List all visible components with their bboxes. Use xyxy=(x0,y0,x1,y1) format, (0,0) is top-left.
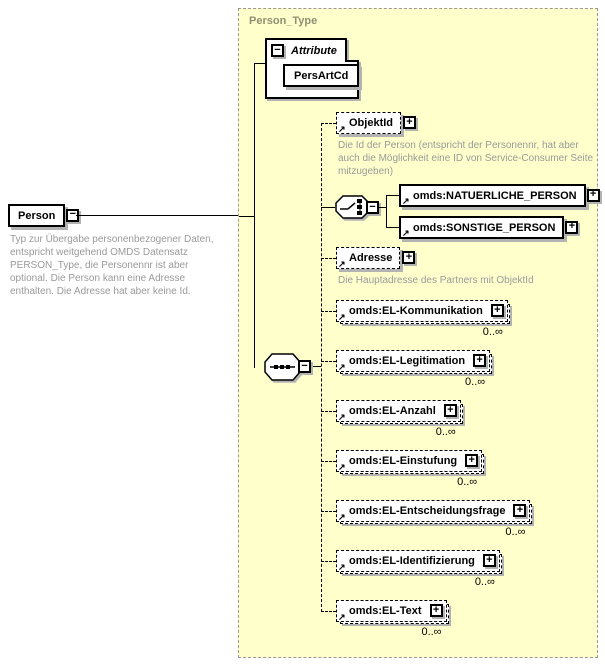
element-el-legitimation-label: omds:EL-Legitimation xyxy=(349,355,466,367)
collapse-toggle-icon[interactable]: − xyxy=(298,360,311,373)
adresse-annotation: Die Hauptadresse des Partners mit Objekt… xyxy=(338,275,534,286)
expand-toggle-icon[interactable]: + xyxy=(586,188,600,202)
element-el-identifizierung-label: omds:EL-Identifizierung xyxy=(349,555,475,567)
element-objektid[interactable]: ↗ ObjektId + xyxy=(336,112,417,134)
connector-line xyxy=(379,207,386,208)
occurrence-label: 0..∞ xyxy=(435,426,456,438)
connector-line xyxy=(321,461,336,462)
expand-toggle-icon[interactable]: + xyxy=(473,354,487,367)
choice-compositor-icon xyxy=(335,195,370,219)
element-ref-icon: ↗ xyxy=(338,312,346,322)
connector-line xyxy=(321,207,335,208)
element-ref-icon: ↗ xyxy=(402,196,410,206)
element-ref-icon: ↗ xyxy=(338,412,346,422)
element-ref-icon: ↗ xyxy=(338,462,346,472)
connector-line xyxy=(321,411,336,412)
connector-line xyxy=(321,561,336,562)
connector-line xyxy=(239,216,254,217)
connector-line xyxy=(321,361,336,362)
element-ref-icon: ↗ xyxy=(402,228,410,238)
attribute-persartcd[interactable]: PersArtCd xyxy=(283,64,360,87)
element-ref-icon: ↗ xyxy=(338,362,346,372)
element-ref-icon: ↗ xyxy=(338,512,346,522)
element-sonstige-person[interactable]: ↗ omds:SONSTIGE_PERSON + xyxy=(399,216,579,239)
occurrence-label: 0..∞ xyxy=(505,526,526,538)
element-ref-icon: ↗ xyxy=(338,562,346,572)
expand-toggle-icon[interactable]: + xyxy=(402,251,416,264)
collapse-toggle-icon[interactable]: − xyxy=(271,44,284,57)
connector-line xyxy=(386,227,399,228)
person-annotation: Typ zur Übergabe personenbezogener Daten… xyxy=(10,234,214,297)
occurrence-label: 0..∞ xyxy=(457,476,478,488)
element-el-anzahl[interactable]: ↗ omds:EL-Anzahl + 0..∞ xyxy=(336,400,463,438)
child-spine-line xyxy=(321,123,322,612)
expand-toggle-icon[interactable]: + xyxy=(513,504,527,517)
element-el-identifizierung[interactable]: ↗ omds:EL-Identifizierung + 0..∞ xyxy=(336,550,502,588)
element-ref-icon: ↗ xyxy=(338,124,346,134)
expand-toggle-icon[interactable]: + xyxy=(429,604,443,617)
connector-line xyxy=(321,123,336,124)
element-natuerliche-person-label: omds:NATUERLICHE_PERSON xyxy=(413,189,577,202)
connector-line xyxy=(76,215,238,216)
expand-toggle-icon[interactable]: + xyxy=(482,554,496,567)
connector-line xyxy=(321,258,336,259)
connector-line xyxy=(321,511,336,512)
element-el-entscheidungsfrage[interactable]: ↗ omds:EL-Entscheidungsfrage + 0..∞ xyxy=(336,500,533,538)
element-natuerliche-person[interactable]: ↗ omds:NATUERLICHE_PERSON + xyxy=(399,184,600,207)
element-el-kommunikation-label: omds:EL-Kommunikation xyxy=(349,305,483,317)
element-adresse-label: Adresse xyxy=(349,252,393,264)
connector-line xyxy=(386,195,387,228)
expand-toggle-icon[interactable]: + xyxy=(490,304,504,317)
element-el-einstufung-label: omds:EL-Einstufung xyxy=(349,455,458,467)
connector-line xyxy=(254,63,255,368)
expand-toggle-icon[interactable]: + xyxy=(565,220,579,234)
connector-line xyxy=(386,195,399,196)
connector-line xyxy=(321,611,336,612)
connector-line xyxy=(254,63,267,64)
complex-type-title: Person_Type xyxy=(249,15,318,27)
complex-type-container: Person_Type − Attribute PersArtCd xyxy=(238,8,600,658)
sequence-compositor-icon xyxy=(264,353,301,381)
objektid-annotation: Die Id der Person (entspricht der Person… xyxy=(338,140,594,177)
element-el-kommunikation[interactable]: ↗ omds:EL-Kommunikation + 0..∞ xyxy=(336,300,510,338)
expand-toggle-icon[interactable]: + xyxy=(443,404,457,417)
occurrence-label: 0..∞ xyxy=(421,626,442,638)
element-person-label: Person xyxy=(18,209,56,222)
element-el-einstufung[interactable]: ↗ omds:EL-Einstufung + 0..∞ xyxy=(336,450,485,488)
connector-line xyxy=(321,311,336,312)
occurrence-label: 0..∞ xyxy=(465,376,486,388)
element-el-anzahl-label: omds:EL-Anzahl xyxy=(349,405,436,417)
element-el-entscheidungsfrage-label: omds:EL-Entscheidungsfrage xyxy=(349,505,506,517)
expand-toggle-icon[interactable]: + xyxy=(465,454,479,467)
element-person[interactable]: Person − xyxy=(8,204,80,227)
element-objektid-label: ObjektId xyxy=(349,117,394,129)
collapse-toggle-icon[interactable]: − xyxy=(366,201,379,214)
expand-toggle-icon[interactable]: + xyxy=(403,116,417,129)
occurrence-label: 0..∞ xyxy=(474,576,495,588)
element-sonstige-person-label: omds:SONSTIGE_PERSON xyxy=(413,221,556,234)
attribute-persartcd-label: PersArtCd xyxy=(294,69,349,82)
element-el-legitimation[interactable]: ↗ omds:EL-Legitimation + 0..∞ xyxy=(336,350,493,388)
occurrence-label: 0..∞ xyxy=(482,326,503,338)
element-ref-icon: ↗ xyxy=(338,612,346,622)
attribute-section-label: Attribute xyxy=(291,45,337,57)
element-adresse[interactable]: ↗ Adresse + xyxy=(336,247,416,269)
connector-line xyxy=(311,366,321,367)
element-el-text[interactable]: ↗ omds:EL-Text + 0..∞ xyxy=(336,600,449,638)
element-ref-icon: ↗ xyxy=(338,259,346,269)
element-el-text-label: omds:EL-Text xyxy=(349,605,422,617)
